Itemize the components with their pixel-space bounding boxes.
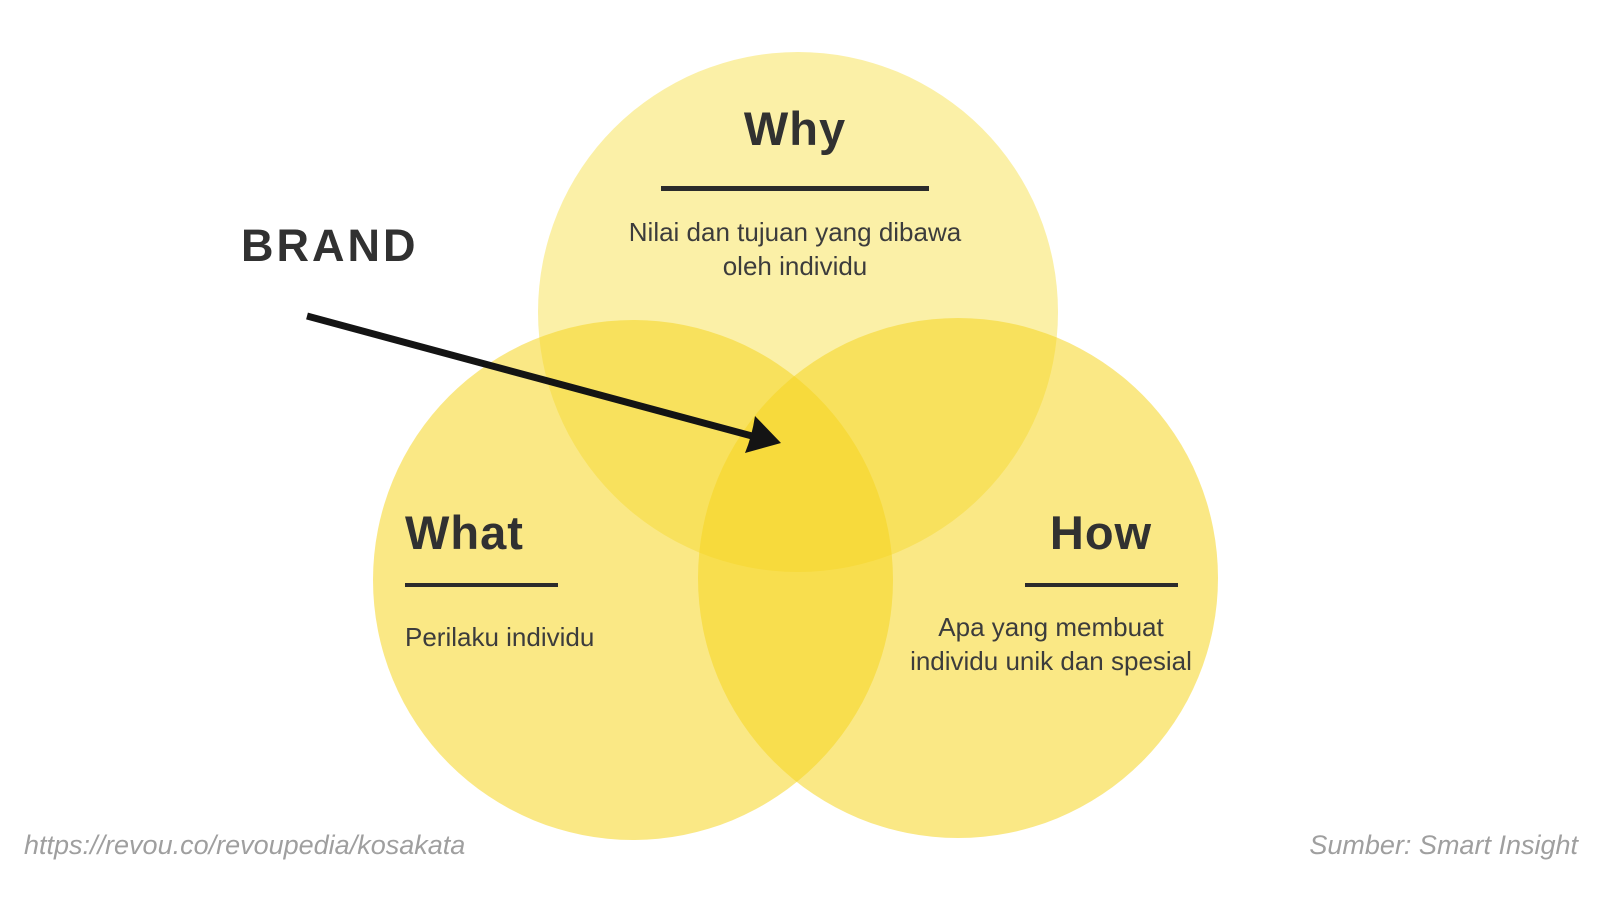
what-description-line1: Perilaku individu <box>405 622 595 652</box>
why-section: Why Nilai dan tujuan yang dibawa oleh in… <box>600 102 990 283</box>
what-underline <box>405 583 558 587</box>
why-heading: Why <box>743 102 847 155</box>
what-section: What Perilaku individu <box>405 506 725 654</box>
how-description-line2: individu unik dan spesial <box>910 646 1192 676</box>
why-underline <box>661 186 929 191</box>
why-description-line2: oleh individu <box>722 251 868 281</box>
what-heading: What <box>405 506 524 559</box>
how-description: Apa yang membuat individu unik dan spesi… <box>880 610 1222 678</box>
footer-source-credit: Sumber: Smart Insight <box>1309 830 1578 860</box>
why-description: Nilai dan tujuan yang dibawa oleh indivi… <box>600 215 990 283</box>
footer-source-url: https://revou.co/revoupedia/kosakata <box>24 830 466 860</box>
how-circle <box>698 318 1218 838</box>
how-description-line1: Apa yang membuat <box>938 612 1164 642</box>
how-section: How <box>930 506 1272 587</box>
why-description-line1: Nilai dan tujuan yang dibawa <box>628 217 962 247</box>
brand-label: BRAND <box>241 220 419 271</box>
how-heading: How <box>1049 506 1153 559</box>
how-underline <box>1024 583 1178 587</box>
what-description: Perilaku individu <box>405 620 725 654</box>
